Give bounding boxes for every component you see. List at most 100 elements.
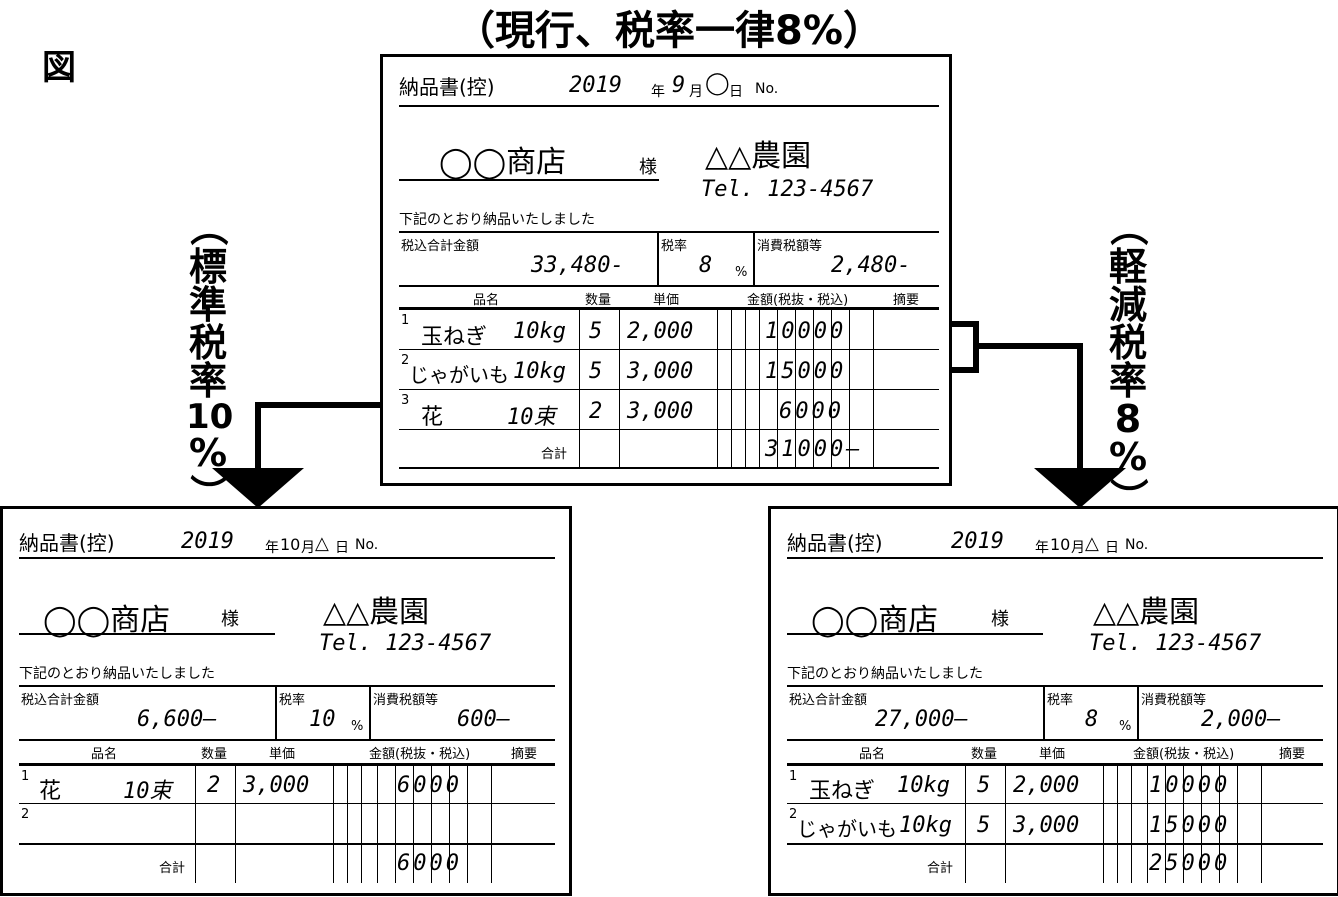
divider xyxy=(19,763,555,766)
label-nen: 年 xyxy=(651,84,665,100)
col-line xyxy=(759,309,760,467)
col-line xyxy=(873,309,874,467)
customer-name: ◯◯商店 xyxy=(43,603,171,638)
row-amount: 10000 xyxy=(1149,773,1231,798)
header-item: 品名 xyxy=(473,293,500,308)
col-line xyxy=(831,309,832,467)
row-qty: 5 xyxy=(977,813,991,838)
divider xyxy=(19,739,555,741)
delivery-note: 下記のとおり納品いたしました xyxy=(19,666,215,682)
delivery-note: 下記のとおり納品いたしました xyxy=(399,212,595,228)
honorific: 様 xyxy=(639,157,657,178)
row-amount: 15000 xyxy=(1149,813,1231,838)
col-line xyxy=(347,765,348,883)
sum-amount: 6000 xyxy=(397,851,462,876)
col-line xyxy=(361,765,362,883)
col-line xyxy=(1261,765,1262,883)
row-unit: 10束 xyxy=(123,779,172,804)
invoice-no-label: No. xyxy=(1125,537,1149,553)
label-total-incl-tax: 税込合計金額 xyxy=(401,239,480,254)
left-connector-line xyxy=(255,402,392,472)
invoice-reduced-rate: 納品書(控) 2019 年 10 月 △ 日 No. ◯◯商店 様 △△農園 T… xyxy=(768,506,1338,896)
row-qty: 5 xyxy=(589,359,603,384)
consumption-tax: 600— xyxy=(457,707,510,732)
header-qty: 数量 xyxy=(201,747,228,762)
col-line xyxy=(1183,765,1184,883)
sum-amount: 31000— xyxy=(765,437,862,462)
header-price: 単価 xyxy=(653,293,680,308)
invoice-year: 2019 xyxy=(181,529,234,554)
row-unit: 10kg xyxy=(897,773,950,798)
customer-name: ◯◯商店 xyxy=(439,145,567,180)
row-no: 2 xyxy=(21,807,30,822)
divider xyxy=(399,307,939,310)
col-line xyxy=(195,765,196,883)
header-qty: 数量 xyxy=(585,293,612,308)
sum-label: 合計 xyxy=(541,447,568,462)
seller-tel: Tel. 123-4567 xyxy=(1089,631,1262,656)
divider xyxy=(19,803,555,804)
col-line xyxy=(431,765,432,883)
row-amount: 6000 xyxy=(779,399,844,424)
header-price: 単価 xyxy=(269,747,296,762)
row-item: 玉ねぎ xyxy=(809,779,876,804)
customer-underline xyxy=(399,179,659,181)
invoice-day: △ xyxy=(1085,533,1099,554)
col-line xyxy=(1117,765,1118,883)
left-label-char: 率 xyxy=(188,359,227,403)
row-price: 3,000 xyxy=(1013,813,1080,838)
col-line xyxy=(235,765,236,883)
invoice-title: 納品書(控) xyxy=(399,75,495,99)
left-label-char: 10 xyxy=(186,397,234,437)
sum-amount: 25000 xyxy=(1149,851,1231,876)
customer-underline xyxy=(787,633,1043,635)
label-consumption-tax: 消費税額等 xyxy=(373,693,439,708)
divider xyxy=(19,557,555,559)
label-gatsu: 月 xyxy=(301,540,315,556)
label-gatsu: 月 xyxy=(689,84,703,100)
row-qty: 2 xyxy=(589,399,603,424)
invoice-month: 10 xyxy=(280,535,301,554)
row-unit: 10束 xyxy=(507,405,556,430)
divider xyxy=(1137,685,1139,739)
invoice-current: 納品書(控) 2019 年 9 月 ◯ 日 No. ◯◯商店 様 △△農園 Te… xyxy=(380,54,952,486)
invoice-year: 2019 xyxy=(951,529,1004,554)
invoice-month: 10 xyxy=(1050,535,1071,554)
divider xyxy=(753,231,755,285)
header-amount: 金額(税抜・税込) xyxy=(747,293,849,308)
row-price: 2,000 xyxy=(1013,773,1080,798)
row-price: 2,000 xyxy=(627,319,694,344)
divider xyxy=(19,685,555,687)
col-line xyxy=(1005,765,1006,883)
divider xyxy=(399,349,939,350)
customer-underline xyxy=(19,633,275,635)
divider xyxy=(787,739,1323,741)
col-line xyxy=(579,309,580,467)
seller-name: △△農園 xyxy=(323,595,430,630)
row-item: じゃがいも xyxy=(797,817,897,841)
header-item: 品名 xyxy=(91,747,118,762)
divider xyxy=(787,557,1323,559)
divider xyxy=(787,803,1323,804)
row-unit: 10kg xyxy=(513,359,566,384)
row-amount: 10000 xyxy=(765,319,847,344)
row-item: 玉ねぎ xyxy=(421,325,488,350)
label-consumption-tax: 消費税額等 xyxy=(757,239,823,254)
col-line xyxy=(777,309,778,467)
col-line xyxy=(731,309,732,467)
invoice-day: △ xyxy=(315,533,329,554)
invoice-title: 納品書(控) xyxy=(787,531,883,555)
label-tax-rate: 税率 xyxy=(279,693,306,708)
seller-name: △△農園 xyxy=(705,139,812,174)
divider xyxy=(369,685,371,739)
row-unit: 10kg xyxy=(899,813,952,838)
row-qty: 5 xyxy=(589,319,603,344)
left-label-pct: % xyxy=(188,431,228,475)
label-nichi: 日 xyxy=(335,540,349,556)
total-incl-tax: 27,000— xyxy=(875,707,968,732)
invoice-day: ◯ xyxy=(705,71,730,96)
col-line xyxy=(1131,765,1132,883)
seller-tel: Tel. 123-4567 xyxy=(701,177,874,202)
left-label-char: 税 xyxy=(188,321,227,365)
